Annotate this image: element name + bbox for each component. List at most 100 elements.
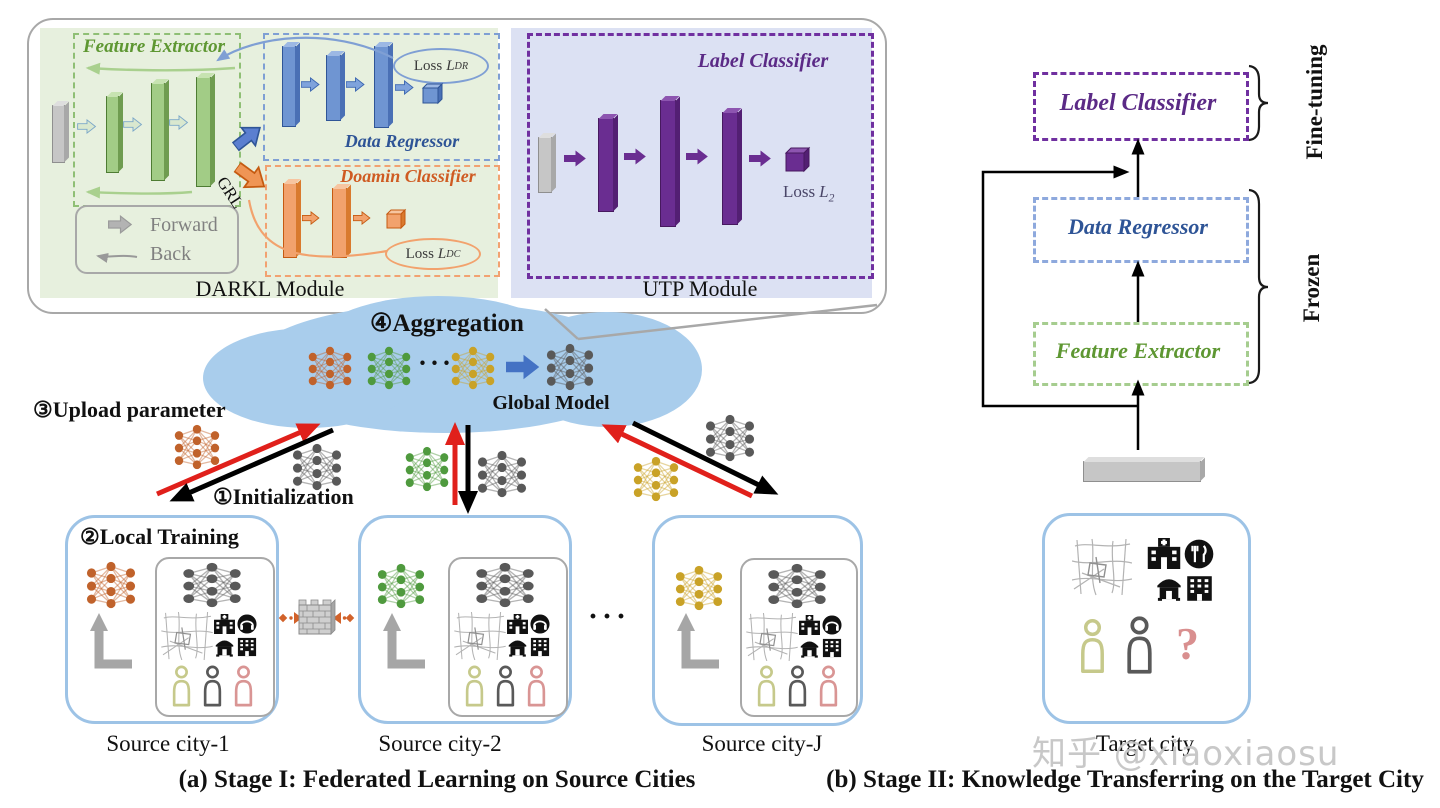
watermark: 知乎 @xiaoxiaosu bbox=[1032, 734, 1340, 774]
nn-icon-city-1 bbox=[181, 562, 243, 608]
nn-icon-green bbox=[366, 346, 412, 390]
fe-layer-bar bbox=[196, 77, 211, 187]
loss-dc-symbol: L bbox=[437, 245, 447, 262]
office-icon bbox=[530, 637, 550, 657]
label-classifier-label: Label Classifier bbox=[697, 50, 829, 72]
nn-icon-local-1 bbox=[85, 561, 137, 609]
upload-parameter-label: ③Upload parameter bbox=[33, 397, 226, 422]
lc-layer-bar bbox=[598, 118, 614, 212]
hospital-icon bbox=[506, 614, 529, 634]
initialization-label: ①Initialization bbox=[213, 484, 354, 509]
person-icon-gray bbox=[493, 664, 518, 708]
person-icon-gray bbox=[200, 664, 225, 708]
loss-l2-subscript: 2 bbox=[828, 191, 835, 205]
lc-layer-bar bbox=[722, 112, 738, 225]
nn-icon-city-j bbox=[766, 563, 828, 609]
house-icon bbox=[214, 637, 235, 657]
loss-dc-prefix: Loss bbox=[405, 245, 434, 262]
target-city-caption: Target city bbox=[1095, 731, 1195, 756]
headphones-icon bbox=[822, 615, 842, 635]
stage2-caption: (b) Stage II: Knowledge Transferring on … bbox=[826, 766, 1424, 793]
cloud-ellipsis: ··· bbox=[418, 348, 455, 378]
map-icon bbox=[454, 612, 506, 660]
person-icon-pink bbox=[231, 664, 256, 708]
nn-icon-gold bbox=[450, 346, 496, 390]
stage1-caption: (a) Stage I: Federated Learning on Sourc… bbox=[178, 766, 696, 793]
loss-dr-subscript: DR bbox=[454, 60, 469, 72]
source-city-1-caption: Source city-1 bbox=[106, 731, 230, 756]
map-icon bbox=[161, 612, 213, 660]
legend-back-label: Back bbox=[150, 243, 192, 265]
person-icon-olive bbox=[754, 664, 779, 708]
map-icon bbox=[746, 613, 798, 661]
restaurant-icon bbox=[1184, 539, 1214, 569]
aggregation-label: ④Aggregation bbox=[370, 310, 524, 337]
stage2-feature-extractor-label: Feature Extractor bbox=[1055, 338, 1221, 363]
dr-layer-bar bbox=[282, 46, 296, 127]
cities-ellipsis: ··· bbox=[588, 600, 631, 633]
house-icon bbox=[799, 638, 820, 658]
person-icon-olive bbox=[462, 664, 487, 708]
stage2-brackets bbox=[1248, 64, 1269, 385]
stage2-label-classifier-label: Label Classifier bbox=[1059, 90, 1217, 116]
nn-icon-gold bbox=[632, 456, 680, 502]
nn-icon-global bbox=[545, 343, 595, 391]
stage2-input-bar bbox=[1083, 461, 1201, 482]
headphones-icon bbox=[530, 614, 550, 634]
global-model-label: Global Model bbox=[492, 392, 610, 414]
office-icon bbox=[237, 637, 257, 657]
person-icon-gray bbox=[785, 664, 810, 708]
house-icon bbox=[1155, 574, 1183, 602]
target-city-box bbox=[1042, 513, 1251, 724]
map-icon bbox=[1072, 535, 1132, 599]
input-bar bbox=[52, 105, 65, 163]
person-icon-pink bbox=[816, 664, 841, 708]
data-regressor-label: Data Regressor bbox=[344, 131, 460, 151]
nn-icon-local-2 bbox=[376, 563, 426, 609]
city-j-data-box bbox=[740, 558, 858, 717]
feature-extractor-label: Feature Extractor bbox=[83, 36, 225, 57]
loss-l2-symbol: L bbox=[819, 182, 829, 201]
person-icon-gray bbox=[1122, 611, 1157, 679]
darkl-module-caption: DARKL Module bbox=[195, 276, 345, 301]
fe-layer-bar bbox=[151, 83, 165, 181]
nn-icon-local-j bbox=[674, 565, 724, 611]
nn-icon-orange bbox=[173, 424, 221, 470]
loss-l2-prefix: Loss bbox=[783, 182, 816, 201]
loss-dr-symbol: L bbox=[446, 57, 455, 74]
dc-layer-bar bbox=[332, 188, 347, 258]
stage2-data-regressor-label: Data Regressor bbox=[1068, 214, 1208, 239]
lc-layer-bar bbox=[660, 100, 676, 227]
unknown-person-mark: ? bbox=[1176, 618, 1199, 669]
office-icon bbox=[1186, 575, 1213, 602]
nn-icon-orange bbox=[307, 346, 353, 390]
nn-icon-green bbox=[404, 446, 450, 492]
nn-icon-gray bbox=[704, 414, 756, 462]
fe-layer-bar bbox=[106, 96, 119, 173]
house-icon bbox=[507, 637, 528, 657]
source-city-2-caption: Source city-2 bbox=[378, 731, 502, 756]
source-city-j-caption: Source city-J bbox=[701, 731, 823, 756]
utp-module-caption: UTP Module bbox=[642, 276, 758, 301]
person-icon-pink bbox=[524, 664, 549, 708]
nn-icon-gray bbox=[476, 450, 528, 498]
domain-classifier-label: Doamin Classifier bbox=[340, 166, 476, 186]
person-icon-olive bbox=[169, 664, 194, 708]
stage2-flow-arrows bbox=[981, 138, 1145, 450]
label-classifier-box bbox=[527, 33, 874, 279]
dr-layer-bar bbox=[374, 46, 389, 128]
frozen-label: Frozen bbox=[1299, 253, 1324, 323]
office-icon bbox=[822, 638, 842, 658]
person-icon-olive bbox=[1076, 613, 1109, 679]
fine-tuning-label: Fine-tuning bbox=[1302, 44, 1327, 160]
nn-icon-city-2 bbox=[474, 562, 536, 608]
headphones-icon bbox=[237, 614, 257, 634]
dr-layer-bar bbox=[326, 55, 341, 121]
loss-dr-prefix: Loss bbox=[413, 57, 443, 74]
loss-dc-subscript: DC bbox=[446, 248, 461, 260]
utp-input-bar bbox=[538, 137, 552, 193]
